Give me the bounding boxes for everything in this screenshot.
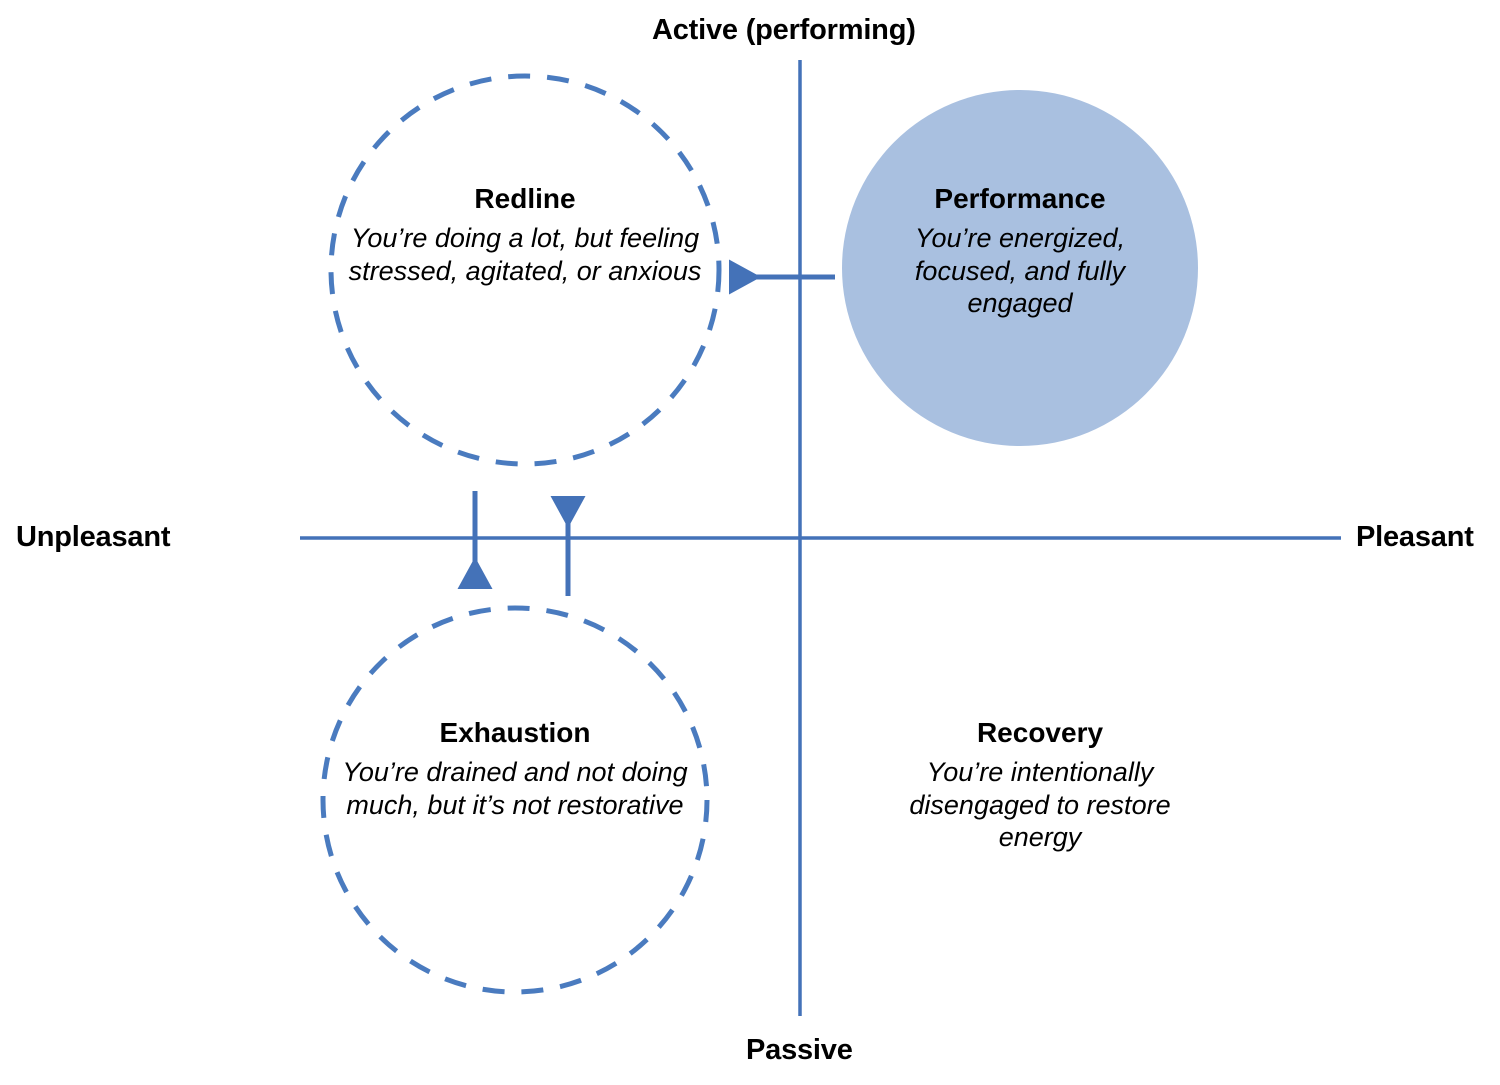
exhaustion-dashed-circle: [320, 605, 710, 995]
axis-label-pleasant: Pleasant: [1356, 521, 1474, 553]
quadrant-recovery-description: You’re intentionally disengaged to resto…: [909, 757, 1171, 853]
quadrant-exhaustion: Exhaustion You’re drained and not doing …: [330, 717, 700, 821]
quadrant-redline-title: Redline: [474, 183, 576, 214]
quadrant-exhaustion-title: Exhaustion: [439, 717, 591, 748]
quadrant-redline-description: You’re doing a lot, but feeling stressed…: [348, 223, 702, 286]
axis-label-unpleasant: Unpleasant: [16, 521, 171, 553]
redline-dashed-circle: [328, 73, 722, 467]
quadrant-performance: Performance You’re energized, focused, a…: [875, 183, 1165, 320]
quadrant-redline: Redline You’re doing a lot, but feeling …: [340, 183, 710, 287]
quadrant-performance-title: Performance: [934, 183, 1106, 214]
axis-label-passive: Passive: [746, 1034, 853, 1066]
quadrant-recovery: Recovery You’re intentionally disengaged…: [875, 717, 1205, 854]
quadrant-recovery-title: Recovery: [976, 717, 1104, 748]
axis-label-active: Active (performing): [652, 14, 916, 46]
performance-circle: [842, 90, 1198, 446]
quadrant-exhaustion-description: You’re drained and not doing much, but i…: [342, 757, 688, 820]
quadrant-performance-description: You’re energized, focused, and fully eng…: [914, 223, 1126, 319]
